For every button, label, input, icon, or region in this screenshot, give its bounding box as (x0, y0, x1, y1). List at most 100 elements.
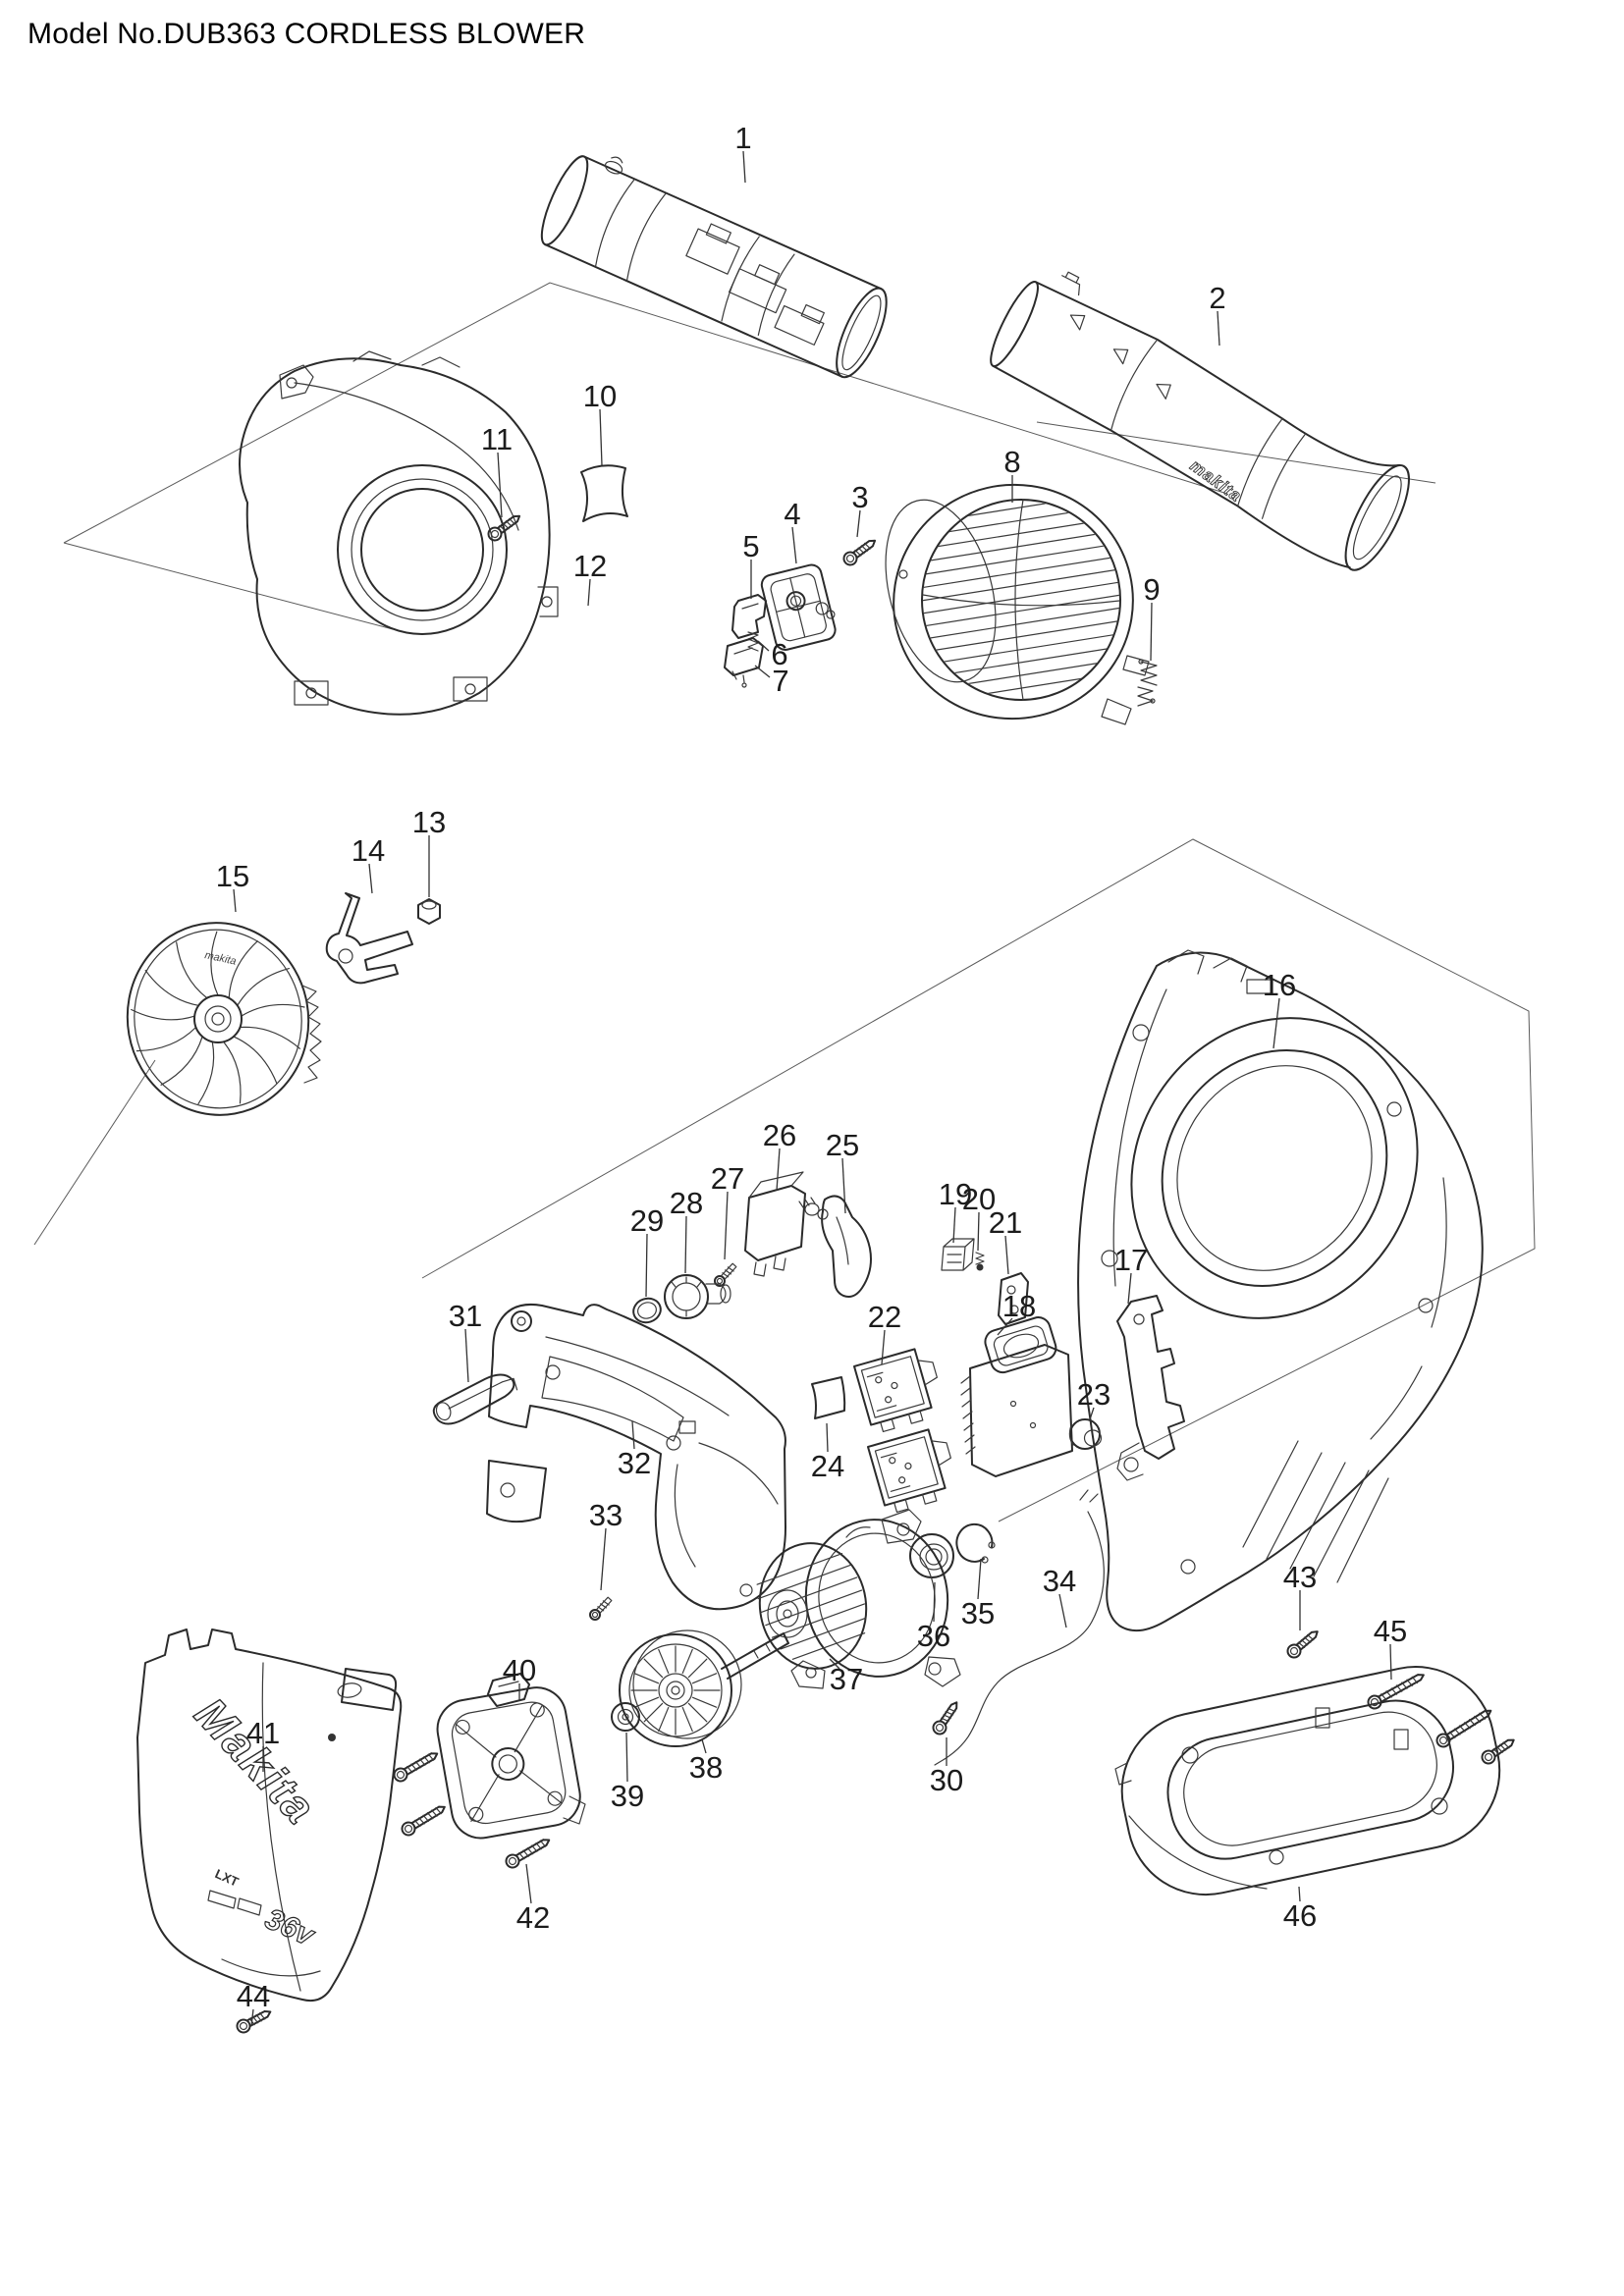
part-label-46: 46 (1283, 1898, 1317, 1933)
part-13-hex-nut (417, 898, 441, 925)
part-label-10: 10 (583, 379, 617, 413)
part-4-cover-plate (760, 563, 837, 651)
part-label-14: 14 (352, 833, 385, 868)
part-label-42: 42 (516, 1900, 550, 1935)
part-46-base-stand (1114, 1666, 1501, 1896)
part-label-6: 6 (771, 637, 787, 671)
part-21-plate (998, 1272, 1029, 1325)
part-22-switch-module-b (867, 1428, 951, 1514)
part-16-housing-right (1077, 949, 1484, 1632)
leader-line-25 (841, 1157, 846, 1214)
part-label-45: 45 (1374, 1614, 1407, 1648)
part-38-rotor (619, 1629, 789, 1747)
part-label-17: 17 (1114, 1243, 1148, 1277)
part-label-18: 18 (1002, 1289, 1036, 1323)
part-label-43: 43 (1283, 1560, 1317, 1594)
part-label-19: 19 (939, 1177, 972, 1211)
part-label-16: 16 (1263, 968, 1296, 1002)
part-label-37: 37 (830, 1662, 863, 1696)
impeller-logo-text: makita (203, 949, 237, 967)
part-label-13: 13 (412, 805, 446, 839)
leader-line-16 (1272, 997, 1280, 1049)
part-15-impeller: makita (126, 922, 322, 1116)
part-label-2: 2 (1209, 281, 1225, 315)
part-label-35: 35 (961, 1596, 995, 1630)
part-5-clip (731, 594, 767, 639)
part-22-switch-module-a (853, 1348, 938, 1433)
part-label-11: 11 (481, 422, 513, 456)
leader-line-31 (464, 1328, 469, 1383)
part-28-knob (664, 1274, 731, 1319)
part-label-7: 7 (772, 664, 788, 698)
part-36-bearing (909, 1533, 954, 1578)
leader-line-34 (1058, 1593, 1067, 1629)
part-39-bearing (611, 1702, 640, 1732)
part-26-switch (744, 1171, 829, 1277)
part-24-sticker (811, 1376, 846, 1419)
part-1-nozzle-front (540, 155, 888, 379)
part-30-screw (929, 1697, 963, 1738)
part-label-4: 4 (784, 497, 800, 531)
part-label-5: 5 (742, 529, 759, 563)
part-33-screw (586, 1594, 615, 1624)
leader-line-17 (1127, 1272, 1132, 1305)
part-label-20: 20 (962, 1182, 996, 1216)
leader-line-21 (1004, 1235, 1009, 1275)
part-label-38: 38 (689, 1750, 723, 1785)
leader-line-37 (829, 1658, 840, 1670)
leader-line-23 (1089, 1407, 1095, 1420)
part-label-27: 27 (711, 1161, 744, 1196)
group-outline-lines (33, 282, 1536, 1522)
part-12-fan-housing (239, 350, 559, 716)
part-40-motor-bracket (436, 1673, 586, 1840)
cover-voltage-text: 36v (260, 1902, 320, 1952)
leader-line-45 (1389, 1643, 1392, 1681)
part-29-o-ring (632, 1297, 662, 1324)
part-label-15: 15 (216, 859, 249, 893)
leader-line-27 (724, 1191, 729, 1260)
part-label-34: 34 (1043, 1564, 1076, 1598)
part-label-24: 24 (811, 1449, 844, 1483)
leader-line-20 (977, 1211, 980, 1252)
part-label-40: 40 (503, 1653, 536, 1687)
leader-line-9 (1150, 602, 1153, 662)
leader-line-4 (791, 526, 797, 564)
leader-line-10 (599, 408, 603, 466)
part-19-terminal-block (941, 1238, 975, 1271)
leader-line-28 (684, 1215, 687, 1274)
part-label-8: 8 (1003, 445, 1020, 479)
leader-line-33 (600, 1527, 607, 1591)
part-32-handle-frame (486, 1304, 786, 1611)
leader-line-12 (587, 578, 591, 607)
leader-line-15 (233, 888, 237, 913)
part-label-39: 39 (611, 1779, 644, 1813)
leader-line-39 (625, 1732, 628, 1783)
part-20-set-screw (975, 1252, 985, 1271)
leader-line-22 (881, 1329, 886, 1365)
cover-makita-logo: Makita (186, 1687, 327, 1834)
leader-line-6 (757, 640, 770, 652)
part-label-36: 36 (917, 1619, 950, 1653)
part-label-21: 21 (989, 1205, 1022, 1240)
cover-lxt-logo: LXT (213, 1866, 242, 1890)
part-23-bushing (1068, 1418, 1103, 1450)
part-9-springs (1137, 659, 1158, 707)
leader-line-36 (933, 1581, 936, 1623)
leader-line-14 (368, 863, 373, 894)
part-label-32: 32 (618, 1446, 651, 1480)
leader-line-44 (250, 2008, 254, 2027)
leader-line-2 (1217, 310, 1220, 347)
part-labels-layer: 1234567891011121314151617181920212223242… (216, 121, 1407, 2027)
leader-line-11 (497, 452, 503, 518)
part-label-22: 22 (868, 1300, 901, 1334)
part-label-31: 31 (449, 1299, 482, 1333)
part-10-label-sticker (580, 464, 628, 522)
part-25-trigger (821, 1195, 872, 1298)
leader-line-29 (645, 1233, 648, 1298)
part-8-fan-guard (885, 483, 1150, 725)
part-41-battery-cover: Makita LXT 36v (136, 1629, 403, 2002)
part-7-micro-switch (724, 637, 764, 688)
leader-line-3 (856, 509, 861, 538)
part-label-28: 28 (670, 1186, 703, 1220)
